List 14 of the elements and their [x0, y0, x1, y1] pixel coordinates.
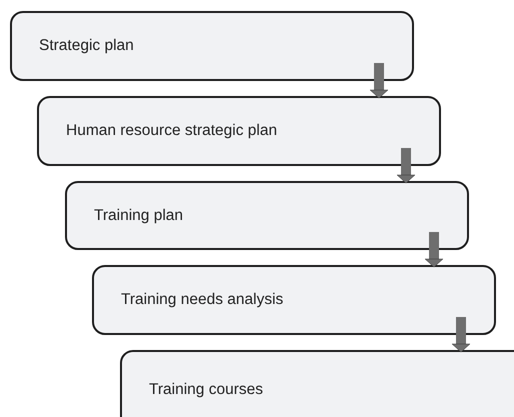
box-label: Training needs analysis — [121, 291, 284, 309]
box-label: Strategic plan — [39, 37, 134, 55]
box-label: Human resource strategic plan — [66, 122, 278, 140]
box-label: Training plan — [94, 206, 184, 224]
arrow — [396, 148, 416, 184]
box-label: Training courses — [149, 381, 264, 399]
arrow — [452, 317, 470, 352]
arrow — [424, 232, 444, 268]
process-box — [120, 350, 514, 417]
process-box — [65, 181, 469, 250]
arrow — [370, 63, 388, 98]
process-box — [37, 96, 441, 166]
process-box — [92, 265, 496, 335]
process-box — [10, 11, 414, 81]
